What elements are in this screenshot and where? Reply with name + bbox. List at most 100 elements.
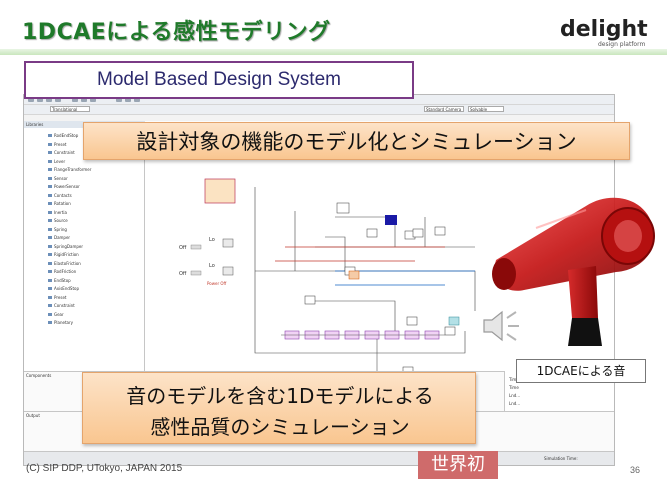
sound-label: 1DCAEによる音	[516, 359, 646, 383]
canvas-label: Off	[179, 271, 187, 277]
library-item-label: SpringDamper	[54, 243, 83, 249]
toolbar-combo[interactable]: Solvable	[468, 106, 504, 112]
component-icon	[48, 185, 52, 188]
toolbar-icon[interactable]	[116, 96, 122, 102]
component-icon	[48, 210, 52, 214]
toolbar-icon[interactable]	[134, 96, 140, 102]
library-item[interactable]: FlangeTransformer	[48, 167, 92, 172]
delight-logo: delight design platform	[560, 17, 655, 51]
library-item-label: EndStop	[54, 277, 71, 283]
variable-row[interactable]: Lnd...	[509, 401, 521, 406]
callout-line-2: 感性品質のシミュレーション	[150, 415, 410, 439]
mbd-label-text: Model Based Design System	[97, 69, 341, 90]
toolbar-icon[interactable]	[90, 96, 96, 102]
library-item[interactable]: Spring	[48, 226, 67, 232]
library-item-label: Source	[54, 218, 68, 223]
library-item-label: Contacts	[54, 192, 72, 198]
title-underline	[0, 49, 667, 55]
slide-title: 1DCAEによる感性モデリング	[22, 20, 331, 45]
mbd-label-box	[24, 61, 414, 99]
library-item[interactable]: RigidFriction	[48, 252, 79, 257]
library-item[interactable]: PowerSensor	[48, 184, 80, 189]
toolbar-row-1	[24, 95, 614, 105]
variable-row[interactable]: Time	[509, 385, 519, 390]
component-icon	[48, 176, 52, 180]
library-item[interactable]: RodFriction	[48, 269, 77, 274]
library-item[interactable]: Inertia	[48, 209, 67, 215]
library-item[interactable]: EndStop	[48, 277, 71, 283]
canvas-label: Power Off	[207, 281, 227, 286]
library-item[interactable]: Constraint	[48, 150, 75, 155]
library-item[interactable]: Damper	[48, 235, 71, 240]
library-item-label: RodFriction	[54, 269, 77, 274]
toolbar-combo[interactable]: Standard Camera	[424, 106, 464, 112]
component-icon	[48, 261, 52, 265]
toolbar-icon[interactable]	[81, 96, 87, 102]
toolbar-icon[interactable]	[55, 96, 61, 102]
library-item-label: RodEndStop	[54, 133, 79, 138]
canvas-label: Off	[179, 245, 187, 251]
library-item-label: Sensor	[54, 175, 68, 181]
library-item[interactable]: Sensor	[48, 175, 68, 181]
toolbar-icon[interactable]	[125, 96, 131, 102]
hairdryer-image	[492, 197, 655, 346]
library-item-label: Constraint	[54, 150, 75, 155]
callout-line-1: 音のモデルを含む1Dモデルによる	[126, 384, 434, 408]
variable-row[interactable]: Time	[509, 377, 519, 382]
library-item[interactable]: AxisEndStop	[48, 286, 79, 291]
component-icon	[48, 287, 52, 290]
toolbar-icon[interactable]	[37, 96, 43, 102]
library-item-label: Preset	[54, 141, 67, 147]
library-item[interactable]: Gear	[48, 311, 64, 317]
component-icon	[48, 159, 52, 163]
logo-text: delight	[560, 17, 648, 42]
library-item-label: Gear	[54, 311, 64, 317]
library-item[interactable]: RodEndStop	[48, 133, 79, 138]
components-header: Components	[26, 373, 52, 378]
output-header: Output	[26, 413, 40, 418]
component-icon	[48, 168, 52, 171]
library-item-label: Inertia	[54, 209, 67, 215]
library-item-label: Damper	[54, 235, 71, 240]
copyright-text: (C) SIP DDP, UTokyo, JAPAN 2015	[26, 463, 183, 474]
component-icon	[48, 253, 52, 256]
logo-subtext: design platform	[598, 41, 646, 48]
toolbar-icon[interactable]	[28, 96, 34, 102]
component-icon	[48, 227, 52, 231]
toolbar-icon[interactable]	[46, 96, 52, 102]
library-item[interactable]: Source	[48, 218, 68, 223]
component-icon	[48, 244, 52, 248]
canvas-label: Lo	[209, 263, 215, 269]
toolbar-combo[interactable]: Translational	[50, 106, 90, 112]
variable-row[interactable]: Lnd...	[509, 393, 521, 398]
schematic-diagram	[190, 178, 476, 383]
status-text: Simulation Time:	[544, 456, 578, 461]
library-item-label: Rotation	[54, 201, 71, 206]
component-icon	[48, 304, 52, 307]
library-item[interactable]: Lever	[48, 159, 65, 164]
page-number: 36	[630, 465, 641, 475]
toolbar-row-2: Translational Standard Camera Solvable	[24, 105, 614, 115]
library-item-label: Constraint	[54, 303, 75, 308]
component-icon	[48, 193, 52, 197]
library-item[interactable]: SpringDamper	[48, 243, 83, 249]
library-item[interactable]: ElastoFriction	[48, 260, 81, 266]
library-item[interactable]: Rotation	[48, 201, 71, 206]
library-item[interactable]: Preset	[48, 295, 66, 300]
component-icon	[48, 151, 52, 154]
library-item-label: PowerSensor	[54, 184, 80, 189]
library-item[interactable]: Planetary	[48, 320, 73, 325]
library-item-label: RigidFriction	[54, 252, 79, 257]
library-item-label: Spring	[54, 226, 67, 232]
toolbar-icon[interactable]	[72, 96, 78, 102]
component-icon	[48, 219, 52, 222]
library-item[interactable]: Constraint	[48, 303, 75, 308]
library-item[interactable]: Contacts	[48, 192, 72, 198]
library-item[interactable]: Preset	[48, 141, 67, 147]
library-item-label: FlangeTransformer	[54, 167, 92, 172]
canvas-label: Lo	[209, 237, 215, 243]
callout-modeling: 設計対象の機能のモデル化とシミュレーション	[83, 122, 630, 160]
library-item-label: ElastoFriction	[54, 260, 81, 266]
callout-sensory: 音のモデルを含む1Dモデルによる 感性品質のシミュレーション	[82, 372, 476, 444]
